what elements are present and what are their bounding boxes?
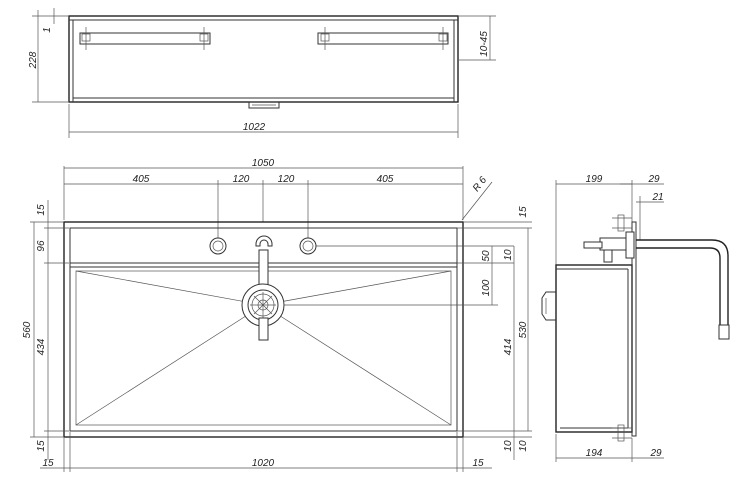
sink-rim <box>63 221 464 438</box>
right-dim-15: 15 <box>518 206 529 218</box>
basin-side-profile <box>555 264 633 433</box>
radius-label: R 6 <box>471 175 490 194</box>
side-drain <box>541 291 556 321</box>
overall-width-label: 1050 <box>252 158 275 169</box>
mid-left-label: 120 <box>233 174 250 185</box>
clamp-bar-right <box>317 32 449 45</box>
right-dim-50: 50 <box>481 250 492 262</box>
right-dim-100: 100 <box>481 279 492 296</box>
overall-height-label: 560 <box>22 321 33 338</box>
top-width-label: 1022 <box>243 122 266 133</box>
top-height-label: 228 <box>28 51 39 69</box>
left-dim-15-top: 15 <box>36 204 47 216</box>
tap-hole-right <box>299 237 317 255</box>
left-segment-label: 405 <box>133 174 150 185</box>
faucet-spout <box>255 235 273 247</box>
top-view-basin <box>68 15 459 103</box>
bottom-width-label: 1020 <box>252 458 275 469</box>
sink-bowl <box>69 227 458 432</box>
side-spout <box>636 239 729 325</box>
left-dim-434: 434 <box>36 338 47 355</box>
side-top-dim-21: 21 <box>651 192 663 203</box>
side-bottom-dim-194: 194 <box>586 448 603 459</box>
right-dim-10-bottom-b: 10 <box>518 440 529 452</box>
side-top-dim-29: 29 <box>647 174 660 185</box>
top-view: 1022 228 1 10-45 <box>28 8 496 138</box>
inner-height-label: 530 <box>518 321 529 338</box>
top-rim-label: 1 <box>42 27 53 33</box>
clamp-bar-left <box>79 32 211 45</box>
right-segment-label: 405 <box>377 174 394 185</box>
right-dim-414: 414 <box>503 338 514 355</box>
front-view: 1050 405 120 120 405 R 6 <box>22 158 532 472</box>
tap-hole-left <box>209 237 227 255</box>
side-view: 199 29 21 194 <box>541 174 730 462</box>
side-bottom-dim-29: 29 <box>649 448 662 459</box>
wall-plate <box>631 221 637 437</box>
right-dim-10-top: 10 <box>503 249 514 261</box>
left-dim-15-bottom: 15 <box>36 440 47 452</box>
mid-right-label: 120 <box>278 174 295 185</box>
left-dim-96: 96 <box>36 240 47 252</box>
drain-outlet <box>248 101 280 109</box>
top-clamp-label: 10-45 <box>479 31 490 57</box>
right-dim-10-bottom-a: 10 <box>503 440 514 452</box>
bottom-right-label: 15 <box>472 458 484 469</box>
side-top-dim-199: 199 <box>586 174 603 185</box>
bottom-left-label: 15 <box>42 458 54 469</box>
